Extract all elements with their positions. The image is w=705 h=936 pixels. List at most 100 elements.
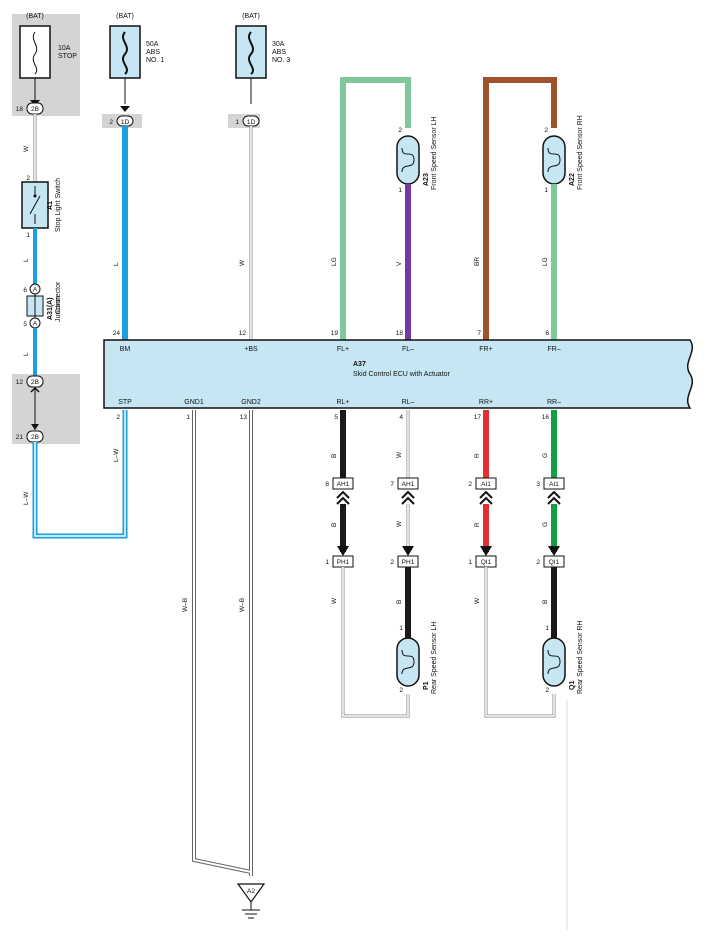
svg-text:GND1: GND1 [184, 399, 204, 406]
a1-name: Stop Light Switch [55, 178, 62, 232]
svg-text:5: 5 [334, 414, 338, 421]
connector-pair-rl-minus [401, 490, 415, 556]
svg-text:AH1: AH1 [402, 481, 415, 488]
fuse-stop: 10A STOP [19, 25, 77, 100]
svg-text:AI1: AI1 [549, 481, 559, 488]
svg-text:QI1: QI1 [481, 559, 492, 566]
svg-text:W–B: W–B [182, 598, 189, 612]
svg-text:B: B [396, 600, 403, 604]
svg-text:+BS: +BS [244, 346, 258, 353]
svg-text:W: W [396, 451, 403, 458]
svg-text:W: W [474, 597, 481, 604]
svg-text:2: 2 [390, 559, 394, 566]
svg-text:7: 7 [390, 481, 394, 488]
connector-pair-rr-minus [547, 490, 561, 556]
svg-text:2: 2 [544, 127, 548, 134]
svg-text:A23: A23 [423, 173, 430, 186]
wire-label-l: L [23, 258, 30, 262]
svg-text:B: B [542, 600, 549, 604]
svg-text:B: B [331, 523, 338, 527]
svg-text:19: 19 [331, 330, 339, 337]
svg-text:1: 1 [398, 187, 402, 194]
svg-text:FR+: FR+ [479, 346, 492, 353]
svg-text:1D: 1D [247, 119, 256, 126]
svg-text:1: 1 [399, 625, 403, 632]
svg-text:W: W [396, 520, 403, 527]
svg-text:1: 1 [186, 414, 190, 421]
pin-label: 1 [26, 232, 30, 239]
svg-text:2: 2 [545, 687, 549, 694]
connector-pair-rl-plus [336, 490, 350, 556]
svg-text:7: 7 [477, 330, 481, 337]
connector-ai1-a [475, 477, 497, 490]
svg-text:2B: 2B [31, 379, 39, 386]
svg-text:L: L [23, 352, 30, 356]
wire-w-rear-lh [341, 567, 410, 718]
svg-text:Rear Speed Sensor LH: Rear Speed Sensor LH [431, 622, 438, 694]
svg-text:A: A [33, 321, 38, 328]
pin-label: 2 [26, 175, 30, 182]
ground-a2: A2 [236, 883, 266, 919]
svg-text:16: 16 [542, 414, 550, 421]
svg-text:18: 18 [396, 330, 404, 337]
svg-text:LG: LG [331, 257, 338, 266]
svg-text:W: W [331, 597, 338, 604]
pin-label: 18 [16, 106, 24, 113]
pin-label: 6 [23, 287, 27, 294]
svg-text:Rear Speed Sensor RH: Rear Speed Sensor RH [577, 620, 584, 694]
svg-text:2: 2 [468, 481, 472, 488]
svg-text:R: R [474, 522, 481, 527]
svg-text:LG: LG [542, 257, 549, 266]
svg-text:W–B: W–B [239, 598, 246, 612]
a31-name: JunctionConnector [55, 281, 62, 322]
svg-text:L: L [113, 262, 120, 266]
svg-text:8: 8 [325, 481, 329, 488]
stop-light-switch [21, 181, 49, 229]
svg-text:FL–: FL– [402, 346, 414, 353]
pin-label: 5 [23, 321, 27, 328]
svg-text:2: 2 [399, 687, 403, 694]
svg-text:2: 2 [109, 119, 113, 126]
shaded-area-2b [12, 374, 80, 444]
svg-text:1: 1 [325, 559, 329, 566]
svg-text:A22: A22 [569, 173, 576, 186]
svg-text:AI1: AI1 [481, 481, 491, 488]
svg-text:W: W [239, 259, 246, 266]
arrow-down-icon [120, 106, 130, 112]
svg-text:G: G [542, 522, 549, 527]
rear-speed-sensor-lh [396, 637, 420, 687]
svg-text:GND2: GND2 [241, 399, 261, 406]
svg-text:RL–: RL– [402, 399, 415, 406]
svg-text:RR–: RR– [547, 399, 561, 406]
svg-text:R: R [474, 453, 481, 458]
bat-label-abs3: (BAT) [242, 13, 260, 20]
svg-text:12: 12 [239, 330, 247, 337]
svg-text:L–W: L–W [113, 448, 120, 462]
svg-text:24: 24 [113, 330, 121, 337]
svg-text:BM: BM [120, 346, 131, 353]
a1-id: A1 [47, 201, 54, 210]
connector-ah1-a [332, 477, 354, 490]
svg-text:PH1: PH1 [337, 559, 350, 566]
svg-text:2: 2 [116, 414, 120, 421]
svg-text:RR+: RR+ [479, 399, 493, 406]
svg-text:B: B [331, 454, 338, 458]
bat-label-abs1: (BAT) [116, 13, 134, 20]
svg-text:FR–: FR– [547, 346, 560, 353]
svg-text:G: G [542, 453, 549, 458]
svg-text:6: 6 [545, 330, 549, 337]
svg-text:17: 17 [474, 414, 482, 421]
svg-text:1: 1 [544, 187, 548, 194]
pin-label: 21 [16, 434, 24, 441]
svg-text:A2: A2 [247, 888, 255, 895]
wire-lg-fl [340, 77, 411, 340]
connector-2b-top-label: 2B [31, 106, 39, 113]
svg-text:1: 1 [468, 559, 472, 566]
wire-wb-ground [192, 410, 253, 876]
ecu-id: A37 [353, 361, 366, 368]
connector-ah1-b [397, 477, 419, 490]
svg-text:2B: 2B [31, 434, 39, 441]
svg-text:13: 13 [240, 414, 248, 421]
